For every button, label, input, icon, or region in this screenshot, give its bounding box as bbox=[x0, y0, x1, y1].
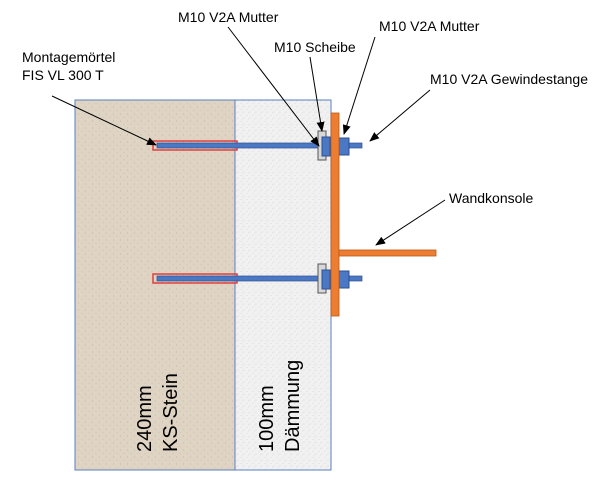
arrow-icon bbox=[369, 89, 431, 142]
label-mortar-line2: FIS VL 300 T bbox=[22, 67, 104, 83]
leader-lines bbox=[51, 26, 446, 246]
label-wall-thickness: 240mm bbox=[134, 385, 156, 452]
label-nut-top: M10 V2A Mutter bbox=[178, 9, 279, 25]
nut-lower-inner bbox=[321, 269, 331, 290]
label-washer: M10 Scheibe bbox=[274, 39, 356, 55]
threaded-rod-lower bbox=[156, 275, 363, 282]
label-wall-material: KS-Stein bbox=[160, 373, 182, 452]
nut-upper-outer bbox=[338, 137, 350, 156]
arrow-icon bbox=[309, 56, 325, 132]
label-insulation-thickness: 100mm bbox=[256, 385, 278, 452]
label-bracket: Wandkonsole bbox=[449, 190, 534, 206]
label-threaded-rod: M10 V2A Gewindestange bbox=[430, 71, 588, 87]
arrow-icon bbox=[227, 26, 320, 147]
lower-anchor bbox=[152, 263, 363, 294]
wall-ks-stein bbox=[74, 99, 236, 471]
wall-bracket bbox=[330, 112, 437, 317]
bracket-plate bbox=[330, 112, 340, 317]
arrow-icon bbox=[375, 199, 446, 246]
nut-upper-inner bbox=[321, 136, 331, 157]
threaded-rod-upper bbox=[156, 142, 363, 149]
arrow-icon bbox=[342, 36, 376, 135]
arrow-icon bbox=[51, 95, 157, 146]
insulation-daemmung bbox=[234, 99, 332, 471]
bracket-arm bbox=[338, 249, 437, 257]
nut-lower-outer bbox=[338, 270, 350, 289]
label-insulation-material: Dämmung bbox=[282, 360, 304, 452]
label-nut-right: M10 V2A Mutter bbox=[379, 18, 480, 34]
label-mortar-line1: Montagemörtel bbox=[22, 49, 115, 65]
